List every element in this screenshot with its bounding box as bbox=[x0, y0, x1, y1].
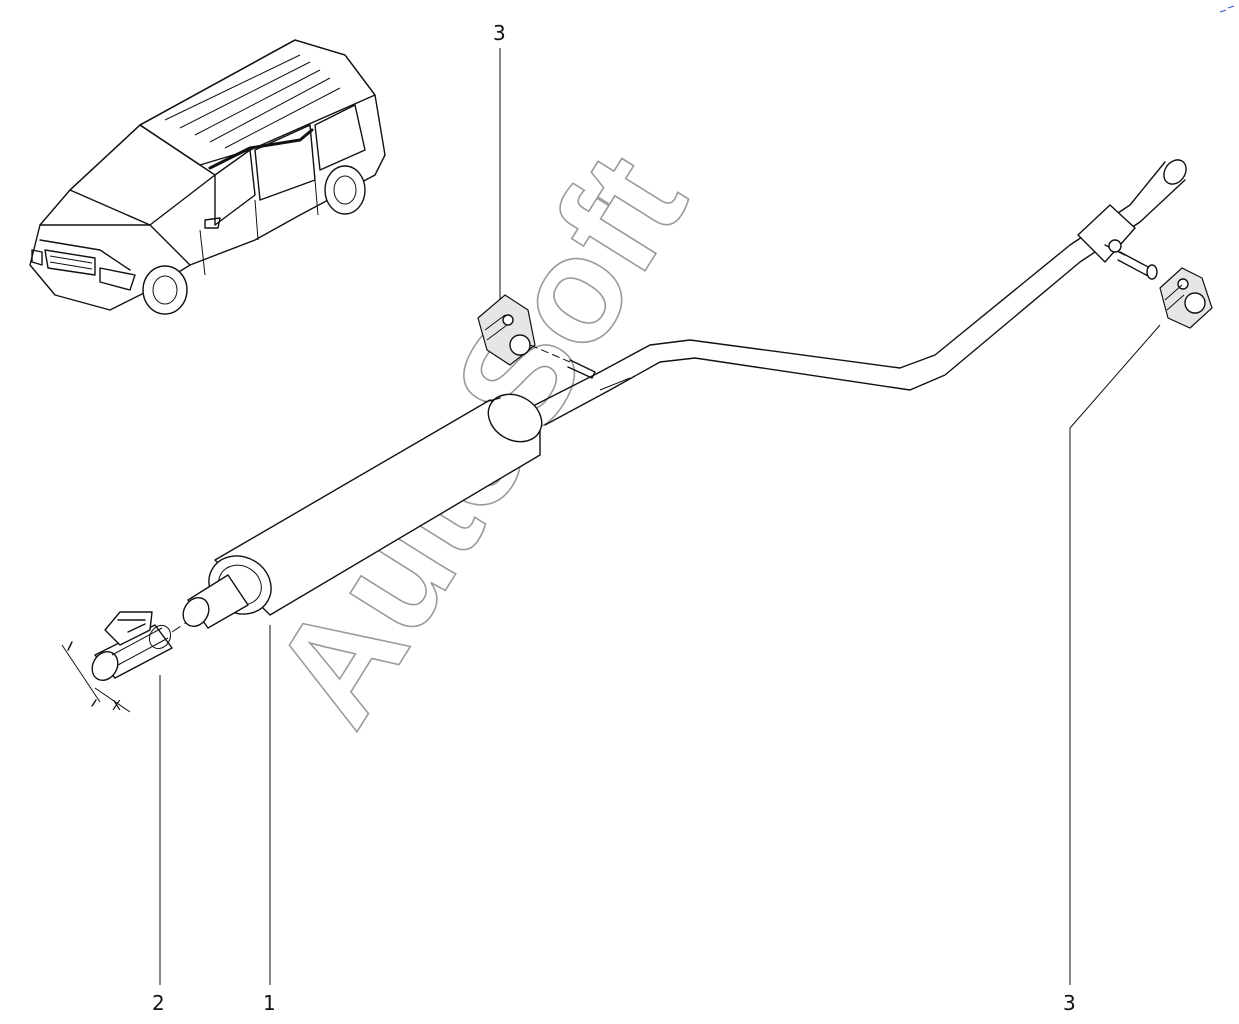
leader-lines bbox=[159, 48, 1161, 985]
callout-1: 1 bbox=[263, 991, 276, 1015]
corner-mark bbox=[1219, 5, 1235, 13]
rubber-hanger-rear bbox=[1159, 267, 1213, 329]
callout-3-front: 3 bbox=[493, 21, 506, 45]
exhaust-pipe bbox=[534, 159, 1187, 426]
callout-2: 2 bbox=[152, 991, 165, 1015]
callout-3-rear: 3 bbox=[1063, 991, 1076, 1015]
pipe-clamp: X bbox=[61, 611, 191, 714]
vehicle-thumbnail bbox=[29, 39, 386, 315]
muffler bbox=[182, 393, 543, 629]
dimension-label: X bbox=[112, 699, 121, 714]
rubber-hanger-front bbox=[477, 294, 571, 366]
